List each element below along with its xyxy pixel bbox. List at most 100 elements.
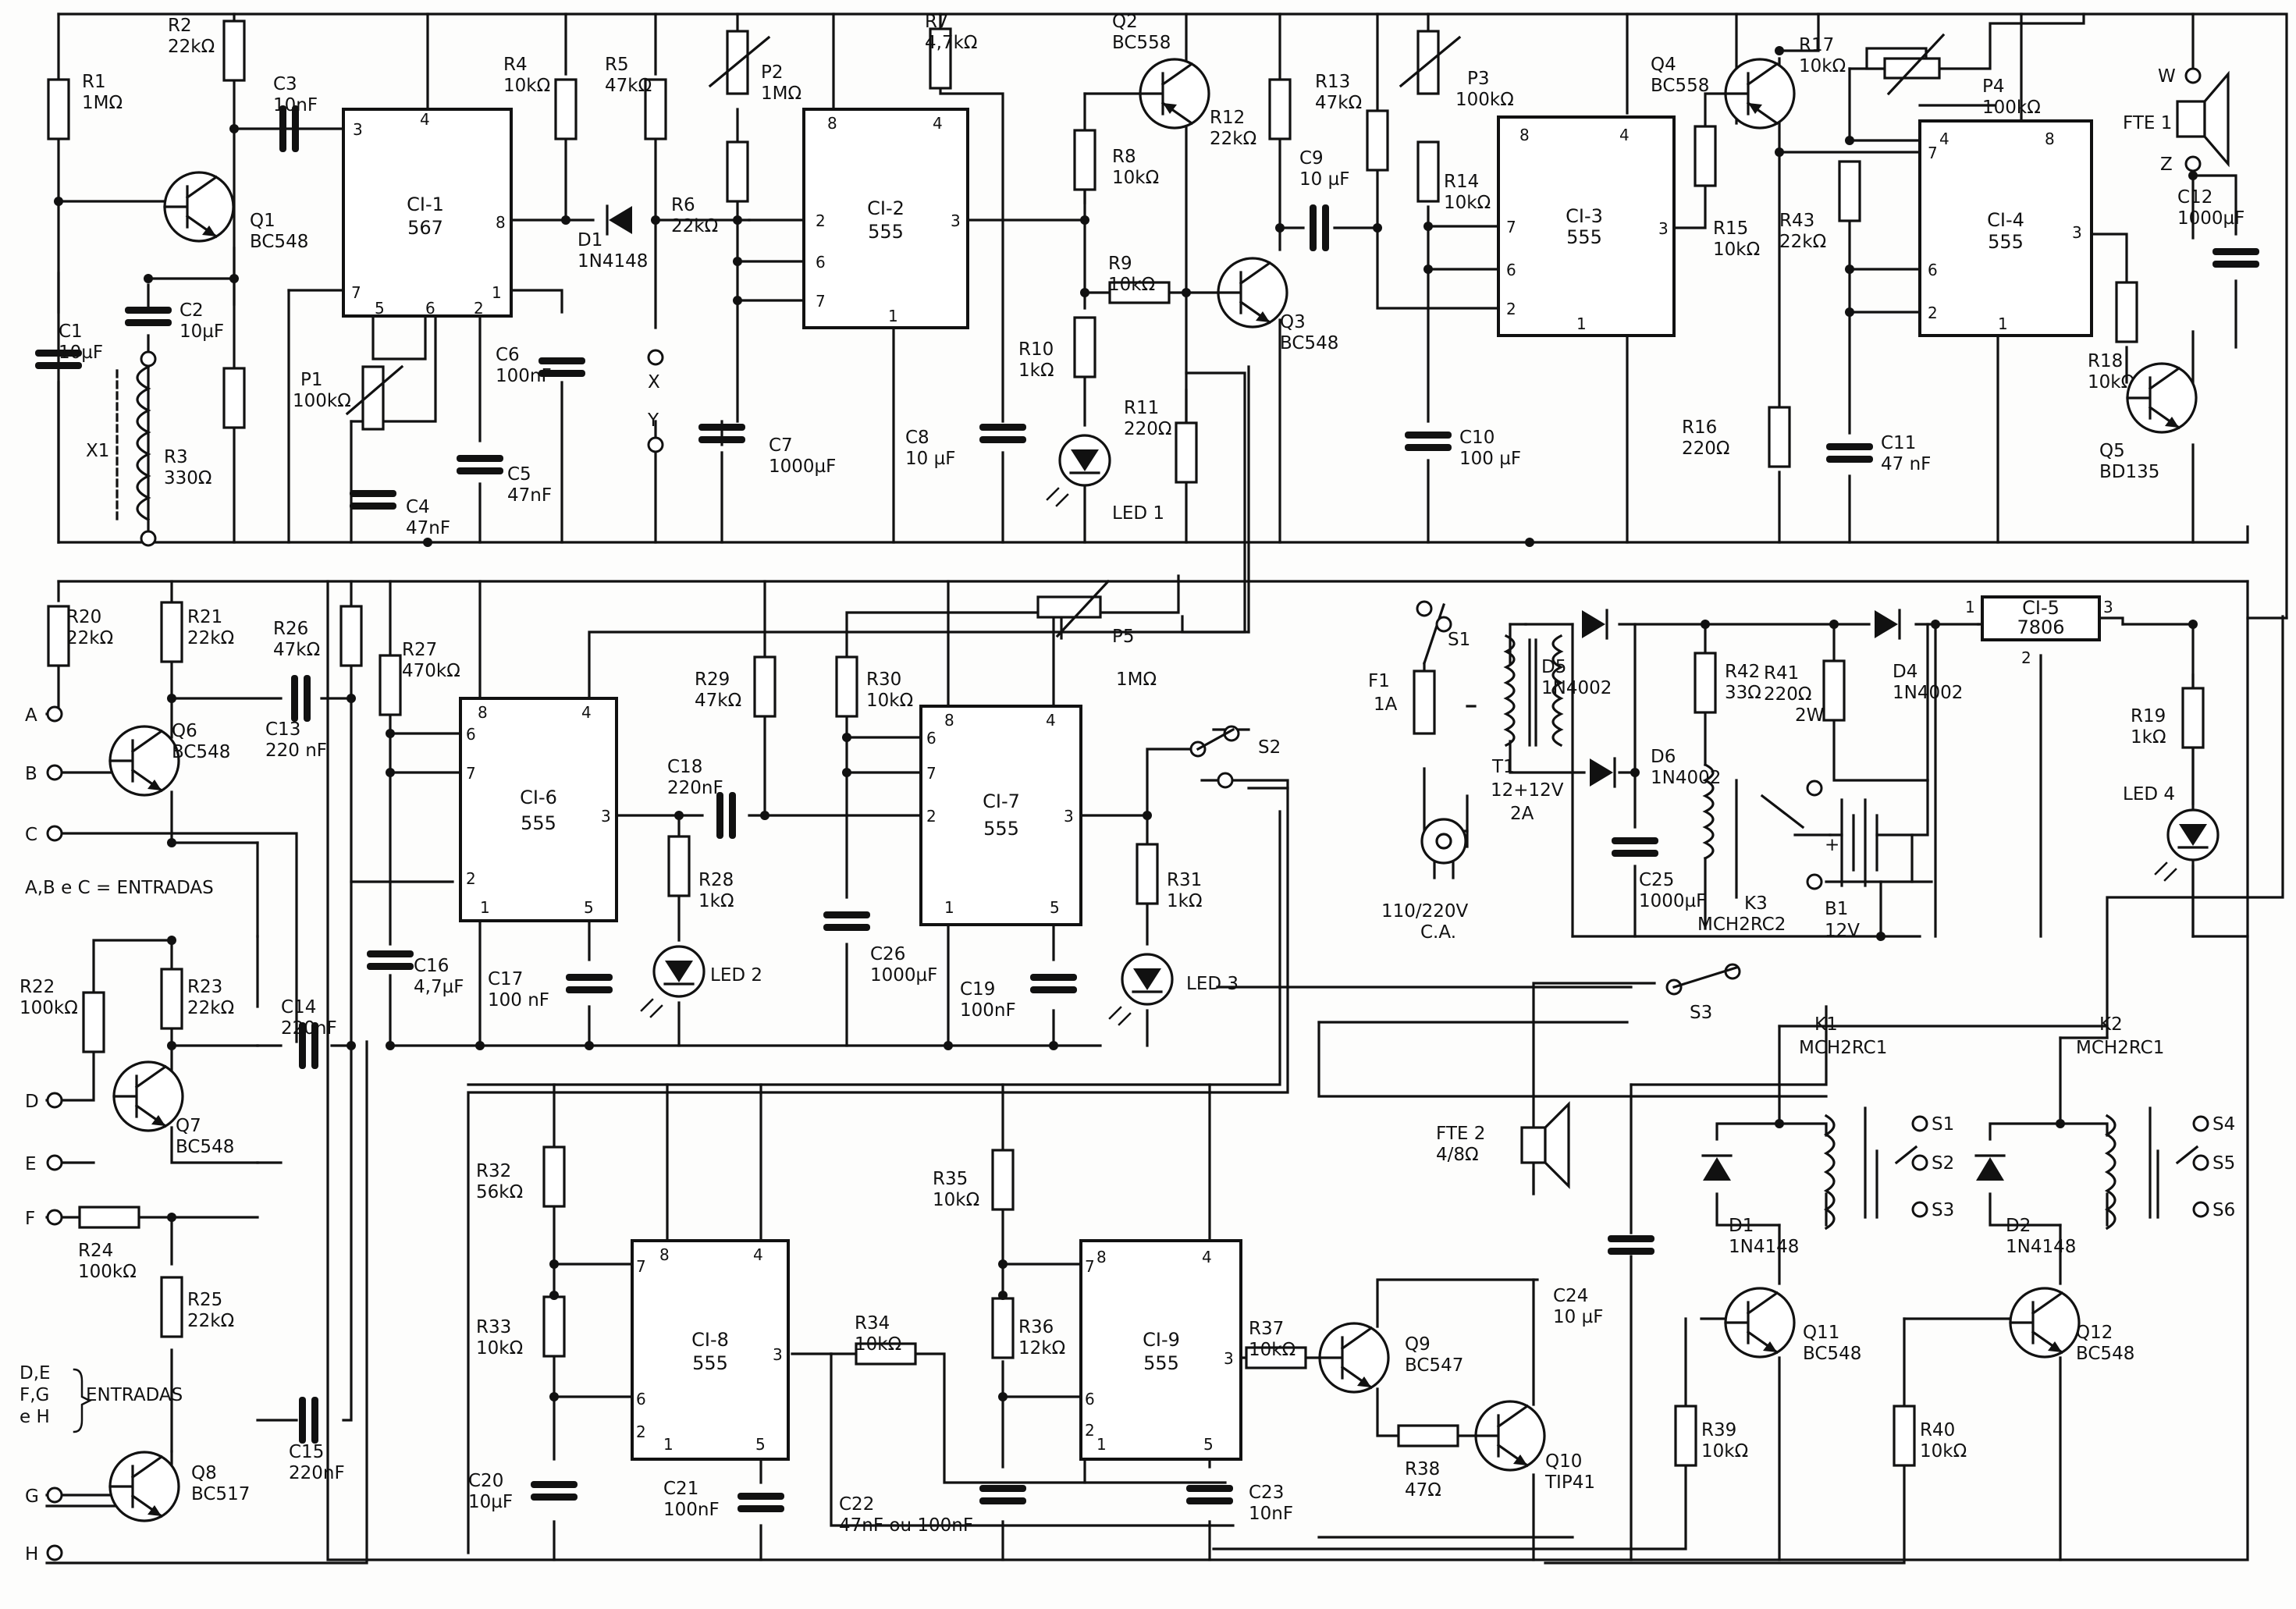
ic-pin: 2: [636, 1423, 646, 1441]
pot-p1: P1 100kΩ: [293, 364, 404, 431]
capacitor-value: 220nF: [667, 778, 723, 798]
ic-pin: 8: [659, 1245, 670, 1264]
capacitor-value: 1000µF: [1639, 891, 1706, 911]
resistor-value: 470kΩ: [402, 661, 460, 681]
resistor-value: 100kΩ: [20, 998, 78, 1018]
resistor-name: R34: [855, 1313, 890, 1334]
capacitor-value: 4,7µF: [414, 977, 464, 997]
input-e: E: [25, 1154, 37, 1174]
junction-dot: [1845, 136, 1854, 145]
pot-name: P2: [761, 62, 784, 83]
ic-pin: 4: [933, 114, 943, 133]
resistor-name: R10: [1018, 339, 1054, 360]
ic-pin: 7: [351, 283, 361, 302]
ic-pin: 7: [636, 1257, 646, 1276]
resistor-value: 10kΩ: [1249, 1340, 1295, 1360]
ic-pin: 6: [1506, 261, 1516, 279]
input-note-entradas: ENTRADAS: [86, 1385, 183, 1405]
input-d: D: [25, 1092, 39, 1112]
junction-dot: [167, 694, 176, 703]
capacitors: C110µFC210µFC310nFC447nFC547nFC6100nFC71…: [35, 74, 2259, 1536]
transistor-name: Q10: [1545, 1451, 1582, 1472]
junction-dot: [1630, 768, 1640, 777]
ic-pin: 3: [1658, 219, 1669, 238]
ic-ci1: CI-1 567 4 3 8 7 5 6 2 1: [342, 108, 513, 318]
capacitor-value: 100 nF: [488, 990, 549, 1011]
led-led3: LED 3: [1108, 953, 1239, 1026]
transistor-name: Q7: [176, 1116, 201, 1136]
resistor-name: R24: [78, 1241, 113, 1261]
resistor-name: R36: [1018, 1317, 1054, 1337]
ic-pin: 4: [1202, 1248, 1212, 1266]
resistor-name: R2: [168, 16, 192, 36]
transistor-value: BC548: [1280, 333, 1338, 353]
resistor-name: R31: [1167, 870, 1202, 890]
led-name: LED 2: [710, 965, 762, 986]
capacitor-name: C9: [1299, 148, 1324, 169]
junction-dot: [1049, 1041, 1058, 1050]
capacitor-value: 100nF: [496, 366, 552, 386]
resistor-name: R22: [20, 977, 55, 997]
junction-dot: [1845, 265, 1854, 274]
led-name: LED 4: [2123, 784, 2175, 804]
input-terminals: A B C D E F G H A,B e C = ENTRADAS D,E F…: [20, 705, 214, 1565]
relay-contact: S1: [1932, 1114, 1954, 1135]
junction-dot: [423, 538, 432, 547]
pot-name: P5: [1112, 627, 1135, 647]
battery-value: 12V: [1825, 921, 1860, 941]
relay-contact: S2: [1932, 1153, 1954, 1174]
capacitor-name: C5: [507, 464, 531, 485]
pot-p2: P2 1MΩ: [708, 30, 801, 104]
ic-label: CI-7: [983, 790, 1020, 812]
ic-pin: 4: [581, 703, 592, 722]
capacitor-name: C22: [839, 1494, 874, 1515]
ic-pin: 7: [466, 764, 476, 783]
mains-voltage: 110/220V: [1381, 901, 1469, 922]
resistor-name: R1: [82, 72, 106, 92]
relay-value: MCH2RC1: [1799, 1038, 1887, 1058]
junction-dot: [998, 1291, 1008, 1300]
ic-pin: 4: [753, 1245, 763, 1264]
junctions: [54, 46, 2198, 1401]
junction-dot: [1525, 538, 1534, 547]
capacitor-name: C20: [468, 1471, 503, 1491]
input-g: G: [25, 1486, 39, 1507]
capacitor-value: 10 µF: [1299, 169, 1349, 190]
resistor-value: 47Ω: [1405, 1480, 1441, 1501]
ic-ci7: CI-7 555 8 4 6 7 2 3 1 5: [919, 705, 1082, 926]
ic-pin: 2: [1085, 1421, 1095, 1440]
resistor-name: R40: [1920, 1420, 1955, 1440]
battery-name: B1: [1825, 899, 1848, 919]
junction-dot: [1845, 307, 1854, 317]
led-name: LED 3: [1186, 974, 1239, 994]
resistor-name: R5: [605, 55, 629, 75]
mains-plug: 110/220V C.A.: [1381, 818, 1469, 943]
capacitor-name: C14: [281, 997, 316, 1018]
resistor-name: R15: [1713, 218, 1748, 239]
fuse-value: 1A: [1374, 694, 1398, 715]
ic-blocks: CI-1 567 4 3 8 7 5 6 2 1 CI-2 555 8 4 2 …: [342, 108, 2113, 1461]
junction-dot: [998, 1392, 1008, 1401]
resistor-value: 100kΩ: [78, 1262, 137, 1282]
diode-value: 1N4148: [2006, 1237, 2076, 1257]
relay-contact: S6: [2212, 1200, 2235, 1220]
fuse-f1: F1 1A: [1368, 670, 1436, 735]
resistor-value: 10kΩ: [1713, 240, 1760, 260]
junction-dot: [1143, 811, 1152, 820]
